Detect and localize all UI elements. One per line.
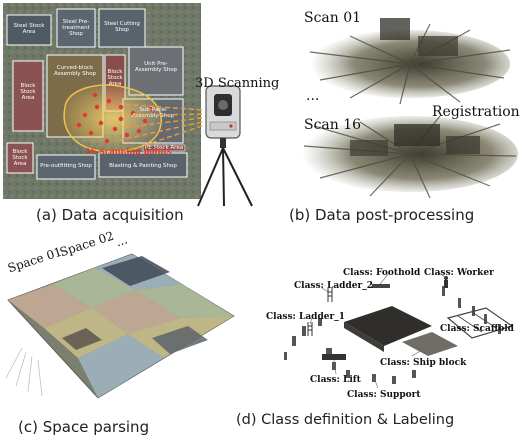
building-label: Block Stock Area (15, 83, 41, 101)
class-label-foothold: Class: Foothold (343, 268, 420, 278)
class-label-support: Class: Support (347, 390, 421, 400)
lift (322, 354, 346, 360)
caption-c: (c) Space parsing (18, 418, 149, 436)
building-label: Steel Pre-treatment Shop (59, 19, 93, 37)
building-label: Curved-block Assembly Shop (49, 65, 101, 77)
building-label: Steel Stock Area (9, 23, 49, 35)
point-cloud-scan-01 (310, 18, 510, 104)
caption-a: (a) Data acquisition (36, 206, 184, 224)
building-label: Pre-outfitting Shop (39, 163, 93, 169)
class-label-lift: Class: Lift (310, 375, 361, 385)
class-label-scaffold: Class: Scaffold (440, 324, 514, 334)
building-label: Block Stock Area (8, 149, 32, 167)
caption-d: (d) Class definition & Labeling (236, 412, 454, 428)
scanning-label: 3D Scanning (195, 76, 279, 91)
scan-beams (120, 104, 202, 152)
tripod (198, 148, 252, 206)
foothold (372, 284, 390, 288)
registration-label: Registration (432, 104, 520, 120)
class-label-ship-block: Class: Ship block (380, 358, 466, 368)
caption-b: (b) Data post-processing (289, 206, 474, 224)
ship-block-2 (402, 332, 458, 356)
class-label-worker: Class: Worker (424, 268, 494, 278)
class-label-ladder-2: Class: Ladder_2 (294, 281, 373, 291)
class-label-ladder-1: Class: Ladder_1 (266, 312, 345, 322)
scan-ellipsis: ... (306, 88, 319, 104)
building-label: Steel Cutting Shop (101, 21, 143, 33)
scan-last-label: Scan 16 (304, 117, 361, 133)
scan-first-label: Scan 01 (304, 10, 361, 26)
